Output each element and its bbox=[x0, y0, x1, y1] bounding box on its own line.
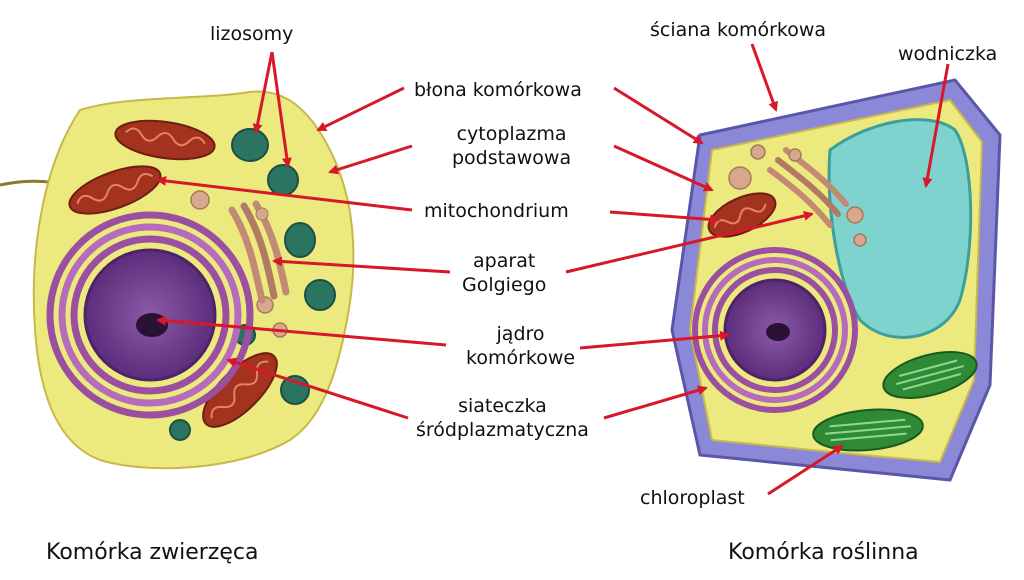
lysosome bbox=[267, 164, 299, 196]
vesicle bbox=[846, 206, 864, 224]
plant-cell bbox=[670, 78, 1002, 482]
nucleolus bbox=[136, 313, 168, 337]
label-jadro-line1: jądro bbox=[496, 323, 545, 345]
golgi-apparatus bbox=[228, 200, 290, 304]
plant-er bbox=[692, 247, 858, 413]
arrow-jadro-animal bbox=[156, 315, 447, 347]
caption-plant-cell: Komórka roślinna bbox=[728, 540, 919, 565]
arrow-chloroplast bbox=[767, 444, 844, 496]
mitochondrion bbox=[114, 119, 216, 161]
lysosome bbox=[169, 419, 191, 441]
vesicle bbox=[728, 166, 752, 190]
label-golgi: aparat Golgiego bbox=[462, 249, 546, 297]
lysosome bbox=[231, 128, 269, 162]
animal-flagellum bbox=[0, 179, 51, 187]
vesicle bbox=[750, 144, 766, 160]
arrow-jadro-plant bbox=[579, 330, 730, 350]
label-wodniczka: wodniczka bbox=[898, 43, 998, 65]
arrow-siateczka-plant bbox=[603, 385, 708, 420]
arrow-golgi-animal bbox=[272, 256, 451, 274]
label-mitochondrium: mitochondrium bbox=[424, 200, 569, 222]
label-chloroplast: chloroplast bbox=[640, 487, 745, 509]
label-cytoplazma-line1: cytoplazma bbox=[456, 123, 567, 145]
label-siateczka: siateczka śródplazmatyczna bbox=[416, 394, 589, 442]
animal-cell bbox=[0, 90, 355, 470]
label-siateczka-line2: śródplazmatyczna bbox=[416, 419, 589, 441]
lysosome bbox=[304, 279, 336, 311]
vesicle bbox=[788, 148, 802, 162]
label-golgi-line2: Golgiego bbox=[462, 274, 547, 296]
arrow-golgi-plant bbox=[565, 210, 814, 274]
arrow-lizosomy-2 bbox=[270, 51, 292, 168]
arrow-cytoplazma-plant bbox=[613, 144, 714, 192]
plant-mitochondrion bbox=[707, 192, 777, 238]
label-sciana: ściana komórkowa bbox=[650, 19, 827, 41]
label-golgi-line1: aparat bbox=[473, 250, 536, 272]
arrow-cytoplazma-animal bbox=[328, 144, 413, 175]
endoplasmic-reticulum bbox=[46, 211, 254, 419]
arrow-wodniczka bbox=[922, 63, 950, 188]
arrow-siateczka-animal bbox=[226, 357, 409, 420]
label-arrows bbox=[156, 43, 950, 496]
plant-nucleolus bbox=[766, 323, 790, 341]
vesicle bbox=[190, 190, 210, 210]
label-cytoplazma: cytoplazma podstawowa bbox=[452, 122, 571, 170]
arrow-mito-animal bbox=[156, 175, 413, 212]
vesicle bbox=[853, 233, 867, 247]
arrow-sciana bbox=[750, 43, 778, 112]
arrow-mito-plant bbox=[609, 210, 720, 225]
label-siateczka-line1: siateczka bbox=[458, 395, 547, 417]
lysosome bbox=[284, 222, 316, 258]
arrow-lizosomy-1 bbox=[252, 51, 274, 134]
label-cytoplazma-line2: podstawowa bbox=[452, 147, 572, 169]
label-jadro-line2: komórkowe bbox=[466, 347, 576, 369]
label-blona: błona komórkowa bbox=[414, 79, 582, 101]
label-lizosomy: lizosomy bbox=[210, 23, 294, 45]
mitochondrion bbox=[68, 165, 162, 215]
caption-animal-cell: Komórka zwierzęca bbox=[46, 540, 259, 565]
arrow-blona-animal bbox=[316, 86, 405, 132]
vacuole bbox=[827, 118, 973, 339]
arrow-blona-plant bbox=[613, 86, 704, 145]
label-jadro: jądro komórkowe bbox=[466, 322, 575, 370]
